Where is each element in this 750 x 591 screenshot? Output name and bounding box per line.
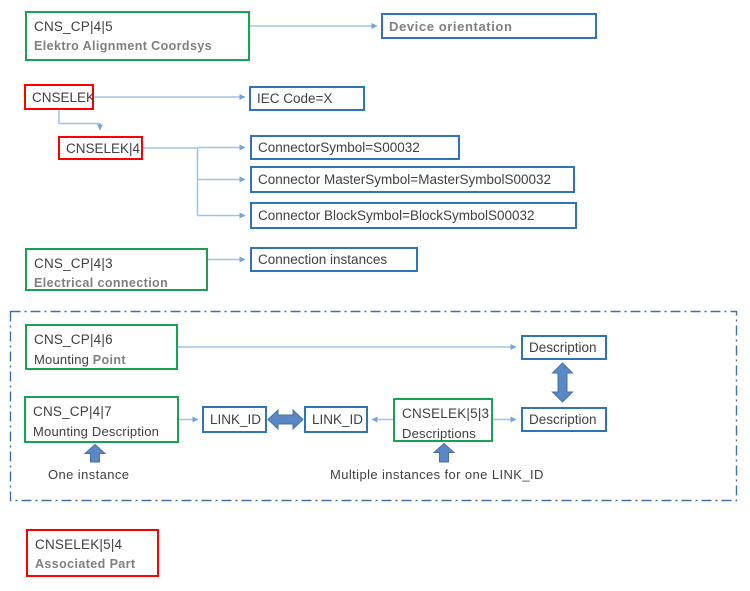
node-cns-cp-4-7-id: CNS_CP|4|7 bbox=[33, 404, 112, 419]
annotation-one-instance: One instance bbox=[48, 467, 130, 482]
node-cnselek-label: CNSELEK bbox=[32, 89, 96, 105]
node-description-top-label: Description bbox=[529, 340, 597, 355]
node-connection-instances: Connection instances bbox=[250, 247, 418, 272]
node-link-id-right-label: LINK_ID bbox=[312, 412, 364, 427]
node-cnselek-5-3-id: CNSELEK|5|3 bbox=[402, 406, 490, 421]
node-cnselek-5-4-id: CNSELEK|5|4 bbox=[35, 537, 123, 552]
node-device-orientation-label: Device orientation bbox=[389, 18, 513, 34]
node-connection-instances-label: Connection instances bbox=[258, 252, 388, 267]
node-cns-cp-4-7: CNS_CP|4|7 Mounting Description bbox=[24, 396, 179, 443]
node-cnselek-5-3-title: Descriptions bbox=[402, 426, 476, 441]
connector-cnselek4-trunk bbox=[143, 147, 199, 216]
node-cns-cp-4-6-title-gray: Point bbox=[92, 353, 126, 367]
node-cns-cp-4-3-id: CNS_CP|4|3 bbox=[34, 256, 113, 271]
node-cnselek-4-label: CNSELEK|4 bbox=[66, 140, 141, 156]
node-cns-cp-4-7-title: Mounting Description bbox=[33, 424, 160, 439]
node-cns-cp-4-5-title: Elektro Alignment Coordsys bbox=[34, 39, 213, 53]
node-connector-block-symbol-label: Connector BlockSymbol=BlockSymbolS00032 bbox=[258, 208, 535, 223]
node-connector-master-symbol: Connector MasterSymbol=MasterSymbolS0003… bbox=[250, 166, 575, 193]
node-link-id-left-label: LINK_ID bbox=[210, 412, 262, 427]
annotation-multiple-instances: Multiple instances for one LINK_ID bbox=[330, 467, 544, 482]
node-cns-cp-4-6-id: CNS_CP|4|6 bbox=[34, 332, 113, 347]
dashed-group-container bbox=[9, 310, 738, 502]
node-description-top: Description bbox=[521, 335, 607, 360]
node-cns-cp-4-6: CNS_CP|4|6 Mounting Point bbox=[25, 324, 178, 370]
node-cns-cp-4-3-title: Electrical connection bbox=[34, 276, 169, 290]
node-connector-block-symbol: Connector BlockSymbol=BlockSymbolS00032 bbox=[250, 202, 577, 229]
node-device-orientation: Device orientation bbox=[381, 13, 597, 39]
node-connector-master-symbol-label: Connector MasterSymbol=MasterSymbolS0003… bbox=[258, 172, 552, 187]
node-link-id-right: LINK_ID bbox=[304, 406, 368, 433]
node-iec-code: IEC Code=X bbox=[249, 86, 365, 111]
node-cns-cp-4-3: CNS_CP|4|3 Electrical connection bbox=[25, 248, 208, 291]
node-connector-symbol-label: ConnectorSymbol=S00032 bbox=[258, 140, 420, 155]
up-arrow-one-instance-icon bbox=[83, 443, 107, 463]
node-cnselek-5-3: CNSELEK|5|3 Descriptions bbox=[393, 398, 493, 442]
up-arrow-multiple-instances-icon bbox=[432, 442, 456, 463]
node-cns-cp-4-5: CNS_CP|4|5 Elektro Alignment Coordsys bbox=[25, 11, 250, 61]
node-cns-cp-4-6-title: Mounting Point bbox=[34, 350, 169, 370]
node-link-id-left: LINK_ID bbox=[202, 406, 267, 433]
node-connector-symbol: ConnectorSymbol=S00032 bbox=[250, 135, 460, 160]
node-cnselek-5-4-title: Associated Part bbox=[35, 557, 136, 571]
connector-cnselek-to-cnselek4 bbox=[58, 110, 103, 131]
node-cnselek-5-4: CNSELEK|5|4 Associated Part bbox=[26, 529, 159, 577]
node-description-bottom: Description bbox=[521, 407, 607, 432]
node-cns-cp-4-5-id: CNS_CP|4|5 bbox=[34, 19, 113, 34]
node-cns-cp-4-6-title-plain: Mounting bbox=[34, 352, 90, 367]
node-cnselek-4: CNSELEK|4 bbox=[58, 136, 143, 160]
double-arrow-description-vertical-icon bbox=[551, 362, 574, 403]
node-iec-code-label: IEC Code=X bbox=[257, 91, 333, 106]
node-description-bottom-label: Description bbox=[529, 412, 597, 427]
node-cnselek: CNSELEK bbox=[24, 84, 96, 110]
double-arrow-link-id-horizontal-icon bbox=[267, 408, 304, 431]
